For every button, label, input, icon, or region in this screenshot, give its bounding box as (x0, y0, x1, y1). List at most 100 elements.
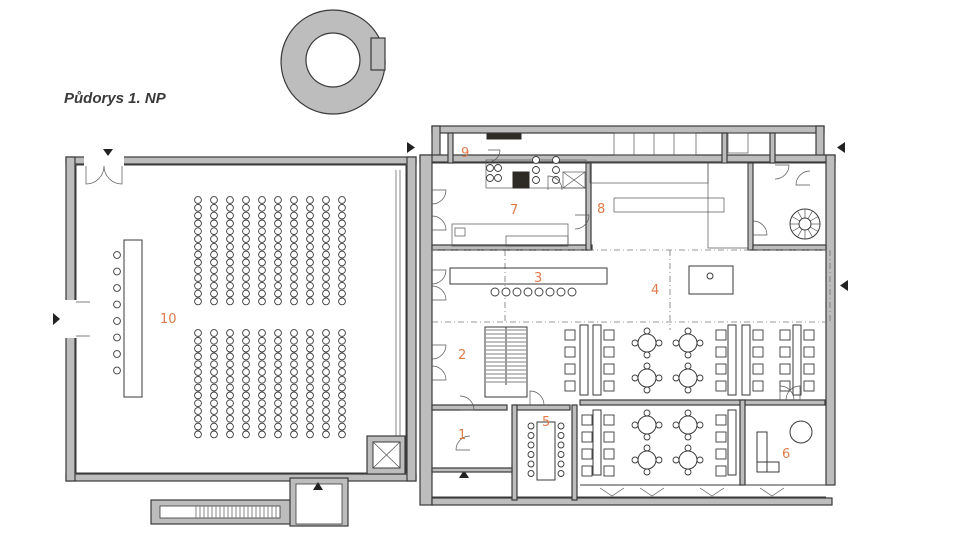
room-6-furniture (756, 420, 813, 473)
sink-icon (706, 272, 714, 280)
door (529, 390, 545, 406)
seat (242, 407, 250, 415)
seat (306, 391, 314, 400)
seat (290, 399, 298, 408)
seat (226, 422, 234, 431)
seat (194, 258, 202, 267)
seat (194, 297, 202, 306)
seat (258, 289, 266, 298)
seat (274, 430, 282, 439)
chair (603, 448, 615, 460)
seat (210, 196, 218, 204)
seat (242, 258, 250, 267)
seat (194, 289, 202, 298)
seat (306, 414, 314, 423)
bar-stool (523, 287, 533, 297)
seat (210, 219, 218, 228)
bar-stool (512, 287, 522, 297)
seat (194, 430, 202, 439)
seat (194, 399, 202, 408)
seat (306, 336, 314, 345)
seat (210, 336, 218, 345)
seat (194, 281, 202, 290)
chair (564, 346, 576, 358)
seat (258, 383, 266, 392)
seat (194, 242, 202, 251)
seat (290, 203, 298, 212)
seat (322, 235, 330, 243)
seat (194, 211, 202, 220)
seat (258, 266, 266, 275)
seat (322, 289, 330, 298)
seat (290, 274, 298, 282)
seat (226, 211, 234, 220)
chair (752, 380, 764, 392)
seat (306, 375, 314, 384)
seat (274, 289, 282, 298)
round-table (678, 333, 698, 353)
seat (274, 219, 282, 228)
seat (226, 227, 234, 236)
room-label-6: 6 (782, 447, 790, 462)
seat (226, 250, 234, 259)
seat (242, 360, 250, 369)
seat (322, 250, 330, 259)
seat (226, 235, 234, 243)
seat (194, 219, 202, 228)
chair (803, 346, 815, 358)
seat (258, 329, 266, 337)
seat (306, 242, 314, 251)
seat (258, 274, 266, 282)
chair (696, 456, 704, 464)
chair (527, 451, 535, 458)
seat (258, 430, 266, 439)
seat (338, 227, 346, 236)
terrace (580, 484, 826, 497)
seat (242, 422, 250, 431)
chair (655, 421, 663, 429)
seat (242, 196, 250, 204)
seat (322, 383, 330, 392)
seat (210, 368, 218, 376)
chair (684, 362, 692, 370)
chair (752, 363, 764, 375)
dining-table (792, 324, 802, 396)
seat (242, 414, 250, 423)
chair (752, 329, 764, 341)
bar-counter (449, 267, 608, 297)
seat (274, 352, 282, 361)
chair (696, 374, 704, 382)
seat (258, 297, 266, 306)
seat (322, 336, 330, 345)
chair (684, 327, 692, 335)
seat (322, 422, 330, 431)
seat (194, 266, 202, 275)
seat (226, 336, 234, 345)
seat (258, 281, 266, 290)
seat (322, 297, 330, 306)
seat (290, 281, 298, 290)
seat (274, 329, 282, 337)
seat (306, 399, 314, 408)
seat (194, 250, 202, 259)
chair (684, 444, 692, 452)
seat (258, 203, 266, 212)
seat (210, 289, 218, 298)
dining-table (741, 324, 751, 396)
seat (194, 227, 202, 236)
chair (603, 431, 615, 443)
stage (123, 239, 143, 398)
bar-stool (534, 287, 544, 297)
chair (684, 351, 692, 359)
doors (431, 149, 811, 451)
seat (210, 235, 218, 243)
bar-stool (545, 287, 555, 297)
entrance-marker (840, 280, 848, 291)
seat (290, 414, 298, 423)
seat (274, 258, 282, 267)
seat (226, 203, 234, 212)
entrance-marker (407, 142, 415, 153)
chair (527, 432, 535, 439)
stage-chair (113, 317, 121, 325)
